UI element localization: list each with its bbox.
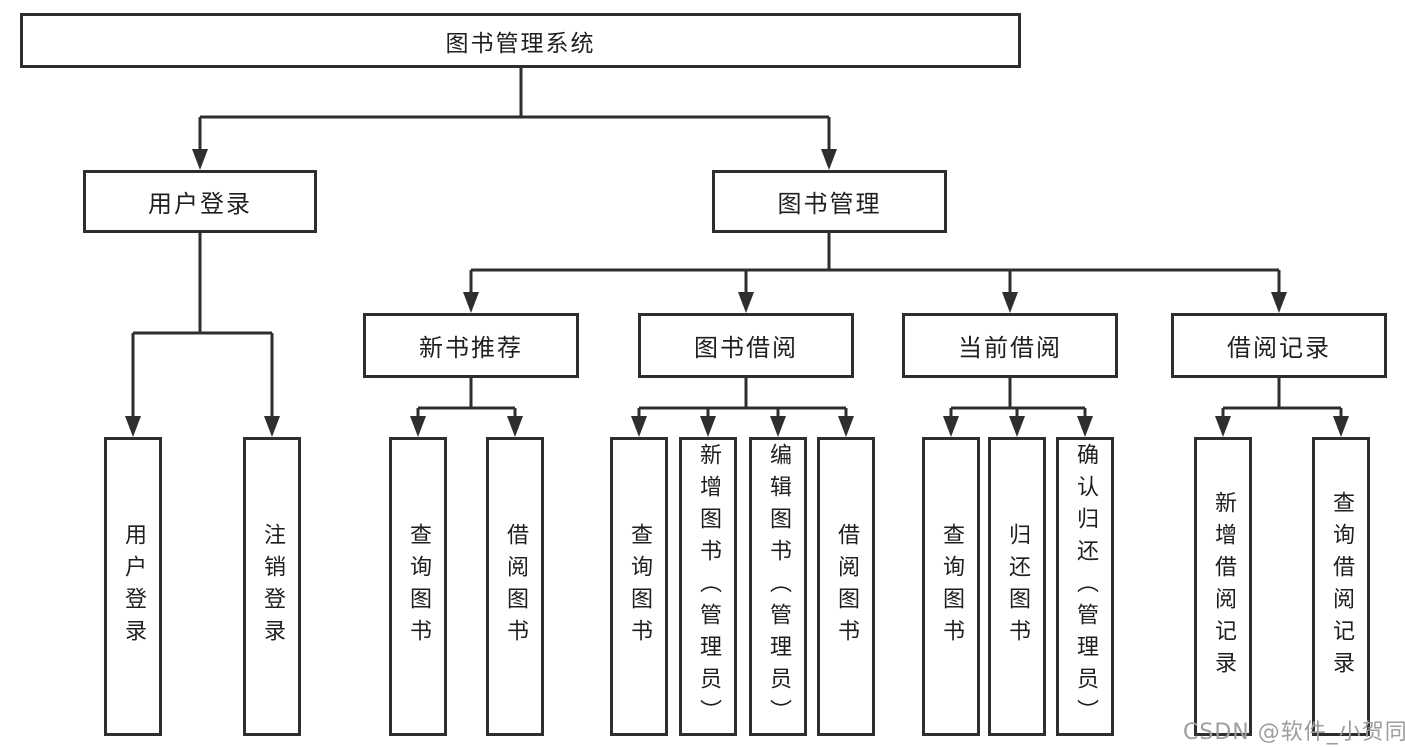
arrow-down-icon (264, 416, 280, 437)
node-user-login: 用户登录 (83, 170, 317, 233)
arrow-down-icon (631, 416, 647, 437)
leaf-borrowing-edit-books-admin: 编辑图书（管理员） (749, 437, 807, 736)
node-root: 图书管理系统 (20, 13, 1021, 68)
arrow-down-icon (1333, 416, 1349, 437)
leaf-recommend-borrow-books: 借阅图书 (486, 437, 544, 736)
node-new-book-recommend: 新书推荐 (363, 313, 579, 378)
leaf-borrowing-add-books-admin: 新增图书（管理员） (679, 437, 737, 736)
leaf-current-query-books: 查询图书 (922, 437, 980, 736)
arrow-down-icon (1002, 292, 1018, 313)
arrow-down-icon (700, 416, 716, 437)
watermark-text: CSDN @软件_小贺同学 (1183, 720, 1405, 745)
arrow-down-icon (410, 416, 426, 437)
connector-book-borrowing (637, 378, 848, 419)
leaf-current-return-books: 归还图书 (988, 437, 1046, 736)
leaf-records-query-record: 查询借阅记录 (1312, 437, 1370, 736)
arrow-down-icon (821, 149, 837, 170)
arrow-down-icon (838, 416, 854, 437)
arrow-down-icon (1077, 416, 1093, 437)
leaf-records-add-record: 新增借阅记录 (1194, 437, 1252, 736)
leaf-recommend-query-books: 查询图书 (389, 437, 447, 736)
arrow-down-icon (463, 292, 479, 313)
arrow-down-icon (738, 292, 754, 313)
leaf-logout: 注销登录 (243, 437, 301, 736)
connector-new-book-recommend (416, 378, 517, 419)
connector-user-login (131, 233, 274, 419)
connector-borrowing-records (1221, 378, 1343, 419)
arrowheads (125, 149, 1349, 437)
node-book-management: 图书管理 (712, 170, 947, 233)
arrow-down-icon (507, 416, 523, 437)
arrow-down-icon (1009, 416, 1025, 437)
arrow-down-icon (770, 416, 786, 437)
arrow-down-icon (192, 149, 208, 170)
connector-current-borrowing (949, 378, 1087, 419)
arrow-down-icon (943, 416, 959, 437)
leaf-user-login: 用户登录 (104, 437, 162, 736)
connector-root (198, 68, 831, 152)
arrow-down-icon (125, 416, 141, 437)
leaf-current-confirm-return-admin: 确认归还（管理员） (1056, 437, 1114, 736)
arrow-down-icon (1271, 292, 1287, 313)
node-book-borrowing: 图书借阅 (638, 313, 854, 378)
arrow-down-icon (1215, 416, 1231, 437)
leaf-borrowing-query-books: 查询图书 (610, 437, 668, 736)
connector-book-management (469, 233, 1281, 295)
leaf-borrowing-borrow-books: 借阅图书 (817, 437, 875, 736)
node-current-borrowing: 当前借阅 (902, 313, 1118, 378)
node-borrowing-records: 借阅记录 (1171, 313, 1387, 378)
